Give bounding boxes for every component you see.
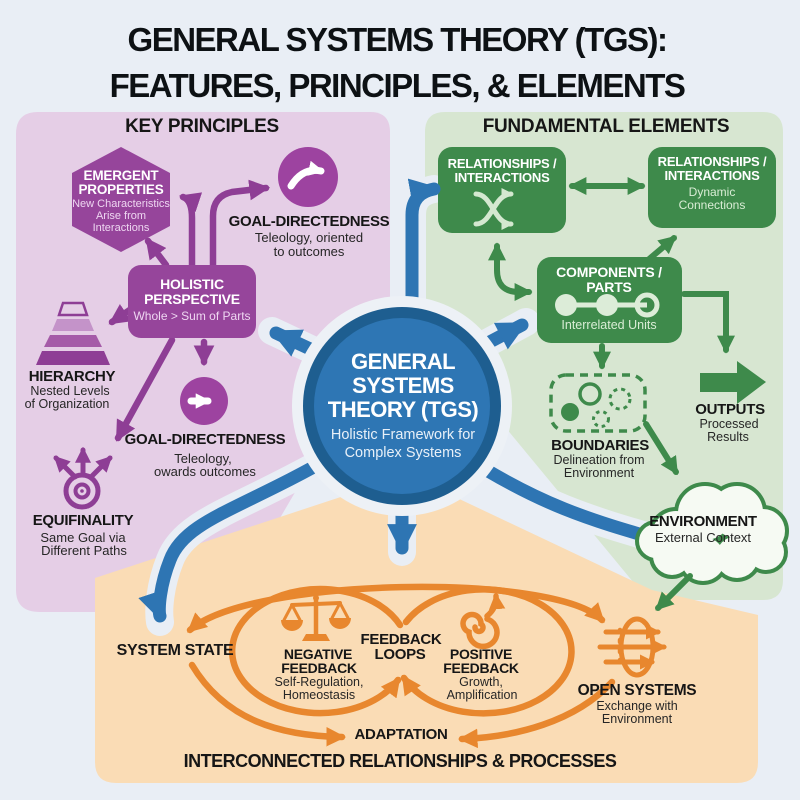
- adaptation-label: ADAPTATION: [354, 726, 448, 743]
- emergent-properties-hexagon: [72, 147, 170, 252]
- negative-feedback-title-2: FEEDBACK: [281, 660, 357, 676]
- goal-directedness-top-icon: [278, 147, 338, 207]
- boundaries-title: BOUNDARIES: [551, 437, 649, 454]
- holistic-title-2: PERSPECTIVE: [144, 291, 240, 307]
- goal-top-sub-1: Teleology, oriented: [254, 230, 364, 245]
- environment-sub: External Context: [654, 530, 752, 545]
- goal-bottom-sub-2: owards outcomes: [154, 464, 256, 479]
- negative-feedback-title-1: NEGATIVE: [283, 646, 353, 662]
- holistic-title-1: HOLISTIC: [160, 276, 224, 292]
- center-sub-2: Complex Systems: [344, 445, 462, 461]
- outputs-title: OUTPUTS: [695, 401, 765, 418]
- key-principles-header: KEY PRINCIPLES: [125, 116, 279, 137]
- feedback-loops-title-2: LOOPS: [374, 646, 426, 663]
- boundaries-icon: [549, 373, 647, 433]
- center-circle: [292, 296, 512, 516]
- rel2-sub-2: Connections: [678, 198, 746, 212]
- positive-feedback-title-2: FEEDBACK: [443, 660, 519, 676]
- feedback-loops-title-1: FEEDBACK: [360, 631, 442, 648]
- rel2-title-1: RELATIONSHIPS /: [657, 154, 767, 169]
- equifinality-sub-1: Same Goal via: [40, 530, 126, 545]
- positive-feedback-title-1: POSITIVE: [449, 646, 513, 662]
- equifinality-title: EQUIFINALITY: [32, 512, 134, 529]
- emergent-sub-2: Arise from: [95, 210, 147, 222]
- emergent-sub-1: New Characteristics: [72, 198, 170, 210]
- crossing-arrows-icon: [473, 188, 514, 230]
- negative-feedback-sub-2: Homeostasis: [282, 688, 356, 702]
- system-state-label: SYSTEM STATE: [116, 642, 234, 659]
- outputs-sub-1: Processed: [699, 417, 759, 431]
- environment-cloud: [635, 482, 789, 585]
- spiral-arrow-icon: [460, 592, 506, 650]
- goal-directedness-bottom-icon: [180, 377, 228, 425]
- rel1-title-1: RELATIONSHIPS /: [447, 156, 557, 171]
- goal-top-title: GOAL-DIRECTEDNESS: [228, 213, 390, 230]
- main-title-line2: FEATURES, PRINCIPLES, & ELEMENTS: [109, 67, 686, 104]
- processes-panel: [95, 488, 758, 783]
- center-sub-1: Holistic Framework for: [330, 427, 476, 443]
- rel2-sub-1: Dynamic: [688, 185, 736, 199]
- blue-arrows: [138, 178, 667, 623]
- goal-bottom-sub-1: Teleology,: [174, 451, 232, 466]
- fundamental-elements-header: FUNDAMENTAL ELEMENTS: [482, 116, 730, 137]
- hierarchy-title: HIERARCHY: [28, 368, 116, 385]
- negative-feedback-sub-1: Self-Regulation,: [274, 675, 364, 689]
- holistic-sub: Whole > Sum of Parts: [133, 309, 251, 323]
- positive-feedback-sub-2: Amplification: [446, 688, 518, 702]
- center-title-3: THEORY (TGS): [327, 397, 479, 422]
- balance-scale-icon: [281, 595, 351, 641]
- relationships-box-2: [648, 147, 776, 228]
- components-title-2: PARTS: [586, 279, 632, 295]
- outputs-arrow-icon: [700, 361, 766, 404]
- environment-title: ENVIRONMENT: [649, 513, 757, 530]
- rel2-title-2: INTERACTIONS: [664, 168, 760, 183]
- orange-loops: [186, 583, 616, 749]
- boundaries-sub-1: Delineation from: [553, 453, 645, 467]
- hierarchy-pyramid-icon: [36, 301, 110, 365]
- open-systems-icon: [597, 616, 667, 678]
- processes-footer: INTERCONNECTED RELATIONSHIPS & PROCESSES: [183, 751, 617, 771]
- positive-feedback-sub-1: Growth,: [459, 675, 503, 689]
- center-title-2: SYSTEMS: [352, 373, 454, 398]
- components-sub: Interrelated Units: [561, 318, 657, 332]
- open-systems-sub-2: Environment: [601, 712, 673, 726]
- equifinality-sub-2: Different Paths: [41, 543, 127, 558]
- equifinality-icon: [53, 446, 113, 510]
- open-systems-title: OPEN SYSTEMS: [577, 682, 697, 699]
- hierarchy-sub-2: of Organization: [24, 397, 110, 411]
- emergent-title-2: PROPERTIES: [78, 182, 164, 197]
- linked-nodes-icon: [555, 292, 660, 318]
- outputs-sub-2: Results: [707, 430, 749, 444]
- green-arrows: [488, 177, 735, 476]
- goal-top-sub-2: to outcomes: [273, 244, 345, 259]
- emergent-title-1: EMERGENT: [83, 168, 159, 183]
- cloud-to-open-systems-arrow: [655, 573, 693, 611]
- components-title-1: COMPONENTS /: [556, 264, 662, 280]
- goal-bottom-title: GOAL-DIRECTEDNESS: [124, 431, 286, 448]
- emergent-sub-3: Interactions: [92, 222, 150, 234]
- boundaries-sub-2: Environment: [563, 466, 635, 480]
- center-title-1: GENERAL: [350, 349, 456, 374]
- main-title-line1: GENERAL SYSTEMS THEORY (TGS):: [127, 21, 668, 58]
- holistic-perspective-box: [128, 265, 256, 338]
- hierarchy-sub-1: Nested Levels: [30, 384, 110, 398]
- rel1-title-2: INTERACTIONS: [454, 170, 550, 185]
- open-systems-sub-1: Exchange with: [596, 699, 678, 713]
